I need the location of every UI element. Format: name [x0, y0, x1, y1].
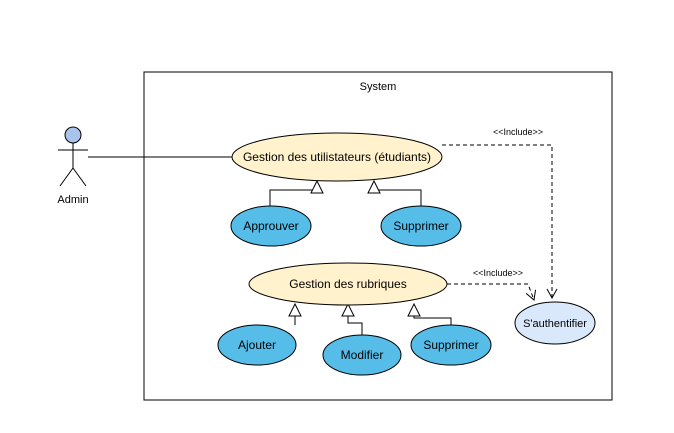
include-label: <<Include>>: [493, 127, 543, 137]
system-title: System: [360, 81, 397, 93]
generalization-arrow-icon: [407, 302, 421, 317]
usecase-label: Gestion des utilistateurs (étudiants): [243, 150, 431, 164]
usecase-label: Supprimer: [393, 219, 448, 233]
usecase-authentifier[interactable]: S'authentifier: [514, 301, 596, 345]
usecase-modifier[interactable]: Modifier: [322, 334, 402, 376]
usecase-gestion-utilisateurs[interactable]: Gestion des utilistateurs (étudiants): [231, 132, 443, 182]
actor-head-icon: [64, 126, 82, 144]
actor-left-leg: [59, 167, 74, 187]
usecase-gestion-rubriques[interactable]: Gestion des rubriques: [248, 262, 448, 306]
usecase-label: Ajouter: [238, 338, 276, 352]
generalization-arrow-icon: [288, 302, 302, 317]
usecase-label: S'authentifier: [523, 318, 587, 330]
include-line-users: [442, 144, 558, 300]
usecase-ajouter[interactable]: Ajouter: [217, 324, 297, 366]
actor-admin[interactable]: Admin: [57, 126, 89, 206]
actor-right-leg: [72, 167, 87, 187]
generalization-arrow-icon: [341, 302, 355, 317]
generalization-modifier: [347, 312, 363, 335]
usecase-label: Gestion des rubriques: [289, 277, 406, 291]
usecase-supprimer-rubrique[interactable]: Supprimer: [410, 324, 492, 366]
generalization-arrow-icon: [367, 179, 381, 194]
usecase-approuver[interactable]: Approuver: [230, 205, 312, 247]
generalization-arrow-icon: [310, 179, 324, 194]
usecase-label: Approuver: [243, 219, 298, 233]
include-line-rubriques: [447, 283, 537, 301]
usecase-label: Modifier: [341, 348, 384, 362]
usecase-supprimer-utilisateur[interactable]: Supprimer: [380, 205, 462, 247]
actor-label: Admin: [57, 194, 88, 206]
include-label: <<Include>>: [473, 268, 523, 278]
usecase-label: Supprimer: [423, 338, 478, 352]
